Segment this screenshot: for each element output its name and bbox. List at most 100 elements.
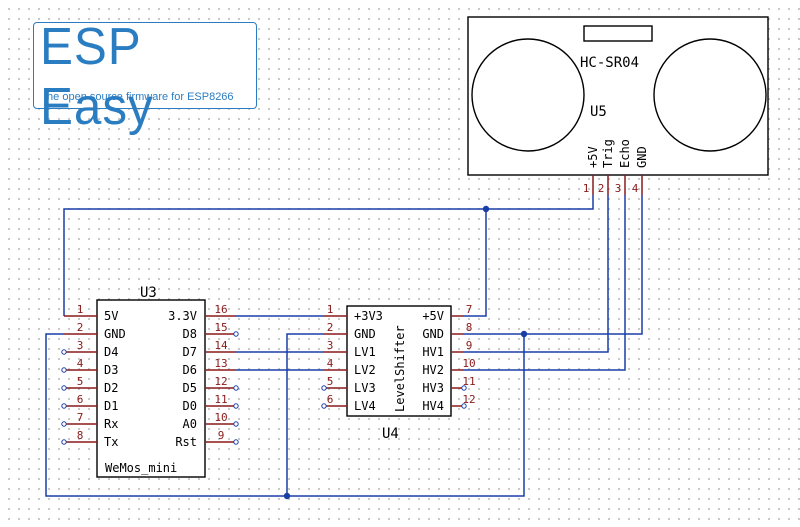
u4-pin-8-number: 8 — [466, 321, 473, 334]
u3-pin-7-number: 7 — [77, 411, 84, 424]
u5-pin-3-name: Echo — [618, 139, 632, 168]
u3-value: WeMos_mini — [105, 461, 177, 475]
u5-left-transducer — [471, 38, 585, 152]
u4-pin-9-number: 9 — [466, 339, 473, 352]
wire-trig — [464, 195, 609, 353]
u3-pin-9-number: 9 — [218, 429, 225, 442]
u3-pin-5-number: 5 — [77, 375, 84, 388]
u3-pin-3-number: 3 — [77, 339, 84, 352]
u4-body — [346, 305, 452, 417]
u3-pin-6-unconnected — [61, 403, 67, 409]
u3-pin-1-number: 1 — [77, 303, 84, 316]
u4-pin-6-number: 6 — [327, 393, 334, 406]
u4-pin-3-number: 3 — [327, 339, 334, 352]
wire-5v — [63, 195, 594, 317]
u4-pin-2-number: 2 — [327, 321, 334, 334]
u3-pin-5-unconnected — [61, 385, 67, 391]
u5-hc-sr04: HC-SR04 U5 1 +5V 2 Trig 3 Echo 4 GND — [467, 16, 769, 195]
u3-pin-6-name: D1 — [104, 399, 118, 413]
u3-pin-8-unconnected — [61, 439, 67, 445]
u3-pin-10-name: A0 — [183, 417, 197, 431]
u3-pin-11-number: 11 — [214, 393, 227, 406]
u3-pin-3-name: D4 — [104, 345, 118, 359]
u5-pin-1-name: +5V — [586, 146, 600, 168]
u3-pin-16-number: 16 — [214, 303, 227, 316]
u3-ref: U3 — [140, 285, 157, 301]
junction-5v — [482, 205, 490, 213]
u4-pin-11-unconnected — [461, 385, 467, 391]
logo-title: ESP Easy — [40, 18, 154, 136]
u4-pin-12-number: 12 — [462, 393, 475, 406]
u3-pin-9-name: Rst — [175, 435, 197, 449]
u3-pin-2-name: GND — [104, 327, 126, 341]
u5-pin-3-number: 3 — [615, 182, 622, 195]
u4-pin-5-unconnected — [321, 385, 327, 391]
u4-pin-4-name: LV2 — [354, 363, 376, 377]
u3-pin-12-name: D5 — [183, 381, 197, 395]
u4-pin-1-name: +3V3 — [354, 309, 383, 323]
u3-pin-3-unconnected — [61, 349, 67, 355]
u4-pin-4-number: 4 — [327, 357, 334, 370]
u5-pin-4-number: 4 — [632, 182, 639, 195]
u5-ref: U5 — [590, 104, 607, 120]
u4-pin-11-name: HV3 — [422, 381, 444, 395]
u4-pin-10-number: 10 — [462, 357, 475, 370]
u5-pins: 1 +5V 2 Trig 3 Echo 4 GND — [583, 139, 649, 195]
u3-pin-4-name: D3 — [104, 363, 118, 377]
u3-pin-14-name: D7 — [183, 345, 197, 359]
u4-value: LevelShifter — [393, 325, 407, 412]
u5-right-transducer — [653, 38, 767, 152]
u4-pin-9-name: HV1 — [422, 345, 444, 359]
u3-pin-2-number: 2 — [77, 321, 84, 334]
u4-pin-1-number: 1 — [327, 303, 334, 316]
u4-pin-12-unconnected — [461, 403, 467, 409]
u4-pin-3-name: LV1 — [354, 345, 376, 359]
u5-pin-4-name: GND — [635, 146, 649, 168]
u3-pin-13-number: 13 — [214, 357, 227, 370]
wire-echo — [464, 195, 626, 371]
u3-pin-10-unconnected — [233, 421, 239, 427]
u4-pin-6-name: LV4 — [354, 399, 376, 413]
u3-pin-15-name: D8 — [183, 327, 197, 341]
u3-pin-14-number: 14 — [214, 339, 228, 352]
esp-easy-logo: ESP Easy the open source firmware for ES… — [33, 18, 257, 136]
u4-ref: U4 — [382, 426, 399, 442]
u4-pin-10-name: HV2 — [422, 363, 444, 377]
wires — [45, 195, 643, 497]
u3-pin-11-unconnected — [233, 403, 239, 409]
u3-body — [96, 299, 206, 478]
u4-pin-12-name: HV4 — [422, 399, 444, 413]
u5-value: HC-SR04 — [580, 55, 639, 71]
u5-pin-2-name: Trig — [601, 139, 615, 168]
u3-pin-16-name: 3.3V — [168, 309, 197, 323]
junction-gnd-right — [520, 330, 528, 338]
u3-pin-9-unconnected — [233, 439, 239, 445]
u3-pin-12-number: 12 — [214, 375, 227, 388]
u4-pin-7-number: 7 — [466, 303, 473, 316]
u4-pin-6-unconnected — [321, 403, 327, 409]
u5-pin-2-number: 2 — [598, 182, 605, 195]
u3-pin-4-unconnected — [61, 367, 67, 373]
u3-pin-10-number: 10 — [214, 411, 227, 424]
u3-pin-8-number: 8 — [77, 429, 84, 442]
u3-pin-6-number: 6 — [77, 393, 84, 406]
u4-pin-5-number: 5 — [327, 375, 334, 388]
u4-pin-5-name: LV3 — [354, 381, 376, 395]
u3-pin-11-name: D0 — [183, 399, 197, 413]
u5-pin-1-number: 1 — [583, 182, 590, 195]
junction-gnd-bottom — [283, 492, 291, 500]
u5-crystal — [583, 25, 653, 42]
u3-pin-12-unconnected — [233, 385, 239, 391]
u3-pin-5-name: D2 — [104, 381, 118, 395]
u3-pin-1-name: 5V — [104, 309, 118, 323]
u3-pin-7-unconnected — [61, 421, 67, 427]
u4-pin-2-name: GND — [354, 327, 376, 341]
u4-pin-7-name: +5V — [422, 309, 444, 323]
u4-pin-8-name: GND — [422, 327, 444, 341]
u3-pin-13-name: D6 — [183, 363, 197, 377]
u3-pin-8-name: Tx — [104, 435, 118, 449]
